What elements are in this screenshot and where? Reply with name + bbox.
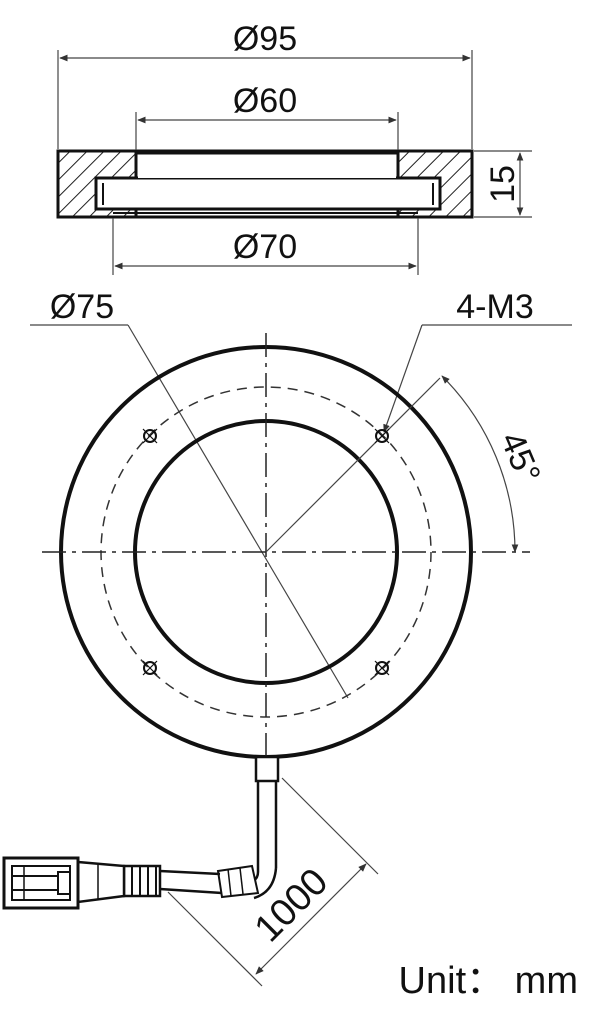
angle-label: 45° (493, 427, 548, 489)
top-opening (138, 153, 396, 178)
height-label: 15 (484, 165, 522, 203)
bolt-circle-diameter-line (127, 324, 349, 699)
cable-strain-relief (254, 755, 280, 783)
mounting-hole-bottom-left (142, 660, 158, 676)
mounting-hole-leader-diagonal (383, 324, 423, 433)
inner-diameter-label: Ø60 (233, 82, 297, 120)
dim-inner-diameter: Ø60 (135, 82, 399, 150)
cable-ribbed-collar (122, 864, 162, 898)
mounting-hole-bottom-right (374, 660, 390, 676)
dim-height: 15 (474, 150, 532, 218)
lower-diameter-label: Ø70 (233, 228, 297, 266)
section-outline (56, 149, 474, 219)
mounting-holes-label: 4-M3 (456, 288, 533, 326)
diffuser-plate (94, 176, 442, 211)
angle-reference-line (265, 377, 441, 553)
angle-arc (441, 375, 519, 553)
plan-view: Ø75 4-M3 45° (30, 288, 572, 770)
unit-label: Unit： mm (399, 960, 578, 1002)
connector-boot (76, 860, 126, 904)
cable-length-label: 1000 (247, 861, 336, 950)
mounting-hole-top-left (142, 428, 158, 444)
bolt-circle-diameter-label: Ø75 (50, 288, 114, 326)
cable-assembly (2, 755, 280, 910)
dim-lower-diameter: Ø70 (112, 218, 419, 275)
section-view: Ø95 Ø60 Ø70 15 (56, 20, 532, 275)
outer-diameter-label: Ø95 (233, 20, 297, 58)
dim-outer-diameter: Ø95 (57, 20, 473, 149)
mounting-hole-top-right (374, 428, 390, 444)
